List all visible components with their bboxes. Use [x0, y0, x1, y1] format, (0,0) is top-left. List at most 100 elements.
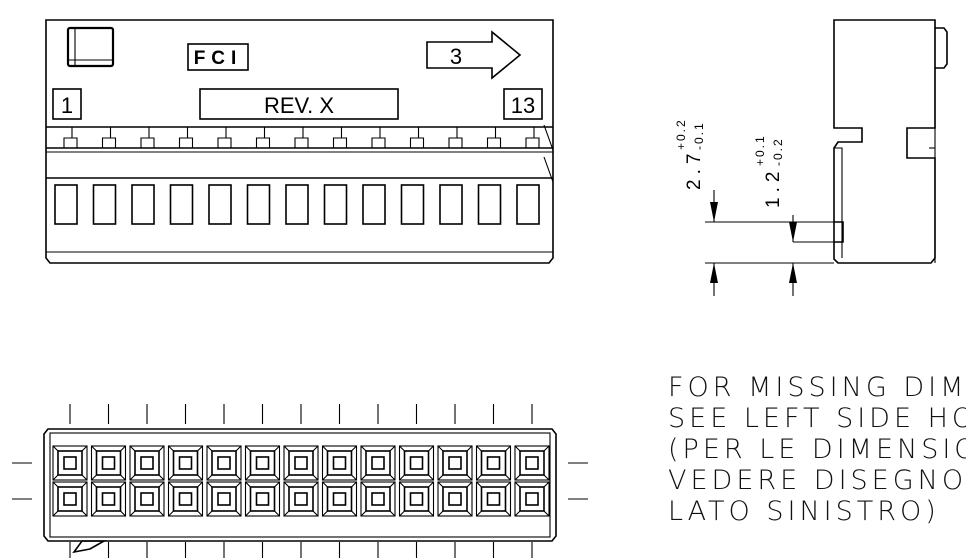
- latch-notch: [255, 137, 265, 148]
- contact-grid: [52, 445, 550, 517]
- cell-chamfer: [322, 481, 357, 517]
- latch-nose: [834, 221, 844, 243]
- cell-chamfer: [283, 445, 319, 481]
- revision-label: REV. X: [264, 93, 334, 118]
- key-tab: [66, 26, 115, 68]
- contact-cell: [437, 445, 473, 481]
- cell-inner: [255, 456, 270, 470]
- contact-cell: [360, 445, 396, 481]
- latch-notch: [63, 137, 72, 148]
- dim-latch-value: 1.2: [763, 167, 784, 208]
- cell-outer: [321, 481, 358, 517]
- cell-outer: [283, 445, 319, 481]
- cell-chamfer: [206, 481, 242, 517]
- cell-chamfer: [168, 445, 203, 481]
- latch-notch: [409, 137, 419, 148]
- latch-notch: [332, 137, 342, 148]
- latch-notch: [148, 127, 155, 148]
- cell-inner: [409, 492, 424, 506]
- cell-chamfer: [399, 481, 434, 517]
- contact-cavity: [208, 184, 232, 225]
- latch-notch: [533, 127, 540, 148]
- note-text: FOR MISSING DIMENSI SEE LEFT SIDE HOUSI …: [668, 372, 966, 527]
- cell-mid: [480, 450, 507, 476]
- cell-outer: [90, 481, 127, 517]
- latch-notch: [217, 137, 226, 148]
- contact-cell: [475, 445, 512, 481]
- cell-chamfer: [437, 445, 473, 481]
- cell-chamfer: [476, 445, 511, 481]
- cell-mid: [172, 450, 199, 476]
- cell-outer: [514, 445, 550, 481]
- contact-cell: [129, 481, 165, 517]
- contact-cavity: [362, 184, 386, 225]
- contact-cavity: [285, 184, 309, 225]
- contact-cell: [283, 445, 319, 481]
- note-line-3: (PER LE DIMENSIONI: [668, 434, 966, 465]
- cell-outer: [52, 481, 88, 517]
- cell-mid: [326, 486, 353, 512]
- cell-inner: [332, 456, 347, 470]
- cell-outer: [437, 445, 473, 481]
- latch-notch: [340, 127, 348, 148]
- cell-inner: [63, 456, 77, 470]
- latch-notch: [140, 137, 149, 148]
- cell-outer: [360, 481, 396, 517]
- cell-inner: [448, 456, 462, 470]
- arrow-number: 3: [450, 44, 462, 69]
- cell-inner: [217, 492, 231, 506]
- cell-inner: [448, 492, 462, 506]
- cell-mid: [403, 450, 430, 476]
- cell-outer: [475, 481, 512, 517]
- cell-outer: [167, 481, 204, 517]
- cell-inner: [371, 492, 385, 506]
- contact-cavity: [131, 184, 155, 225]
- cell-outer: [206, 445, 242, 481]
- cell-inner: [140, 456, 154, 470]
- cell-inner: [255, 492, 270, 506]
- cell-outer: [167, 445, 204, 481]
- cell-chamfer: [514, 481, 550, 517]
- cell-chamfer: [283, 481, 319, 517]
- cell-chamfer: [360, 481, 396, 517]
- cell-mid: [57, 450, 83, 476]
- cell-mid: [288, 486, 314, 512]
- contact-cavity: [246, 184, 271, 225]
- cell-inner: [178, 492, 193, 506]
- contact-cell: [475, 481, 512, 517]
- contact-cell: [514, 481, 550, 517]
- latch-notch: [109, 127, 117, 148]
- bottom-view: [12, 404, 588, 558]
- cell-mid: [480, 486, 507, 512]
- contact-cavity: [323, 184, 348, 225]
- contact-cell: [360, 481, 396, 517]
- cell-mid: [519, 486, 545, 512]
- contact-cell: [52, 445, 88, 481]
- cell-inner: [486, 456, 501, 470]
- pin-first-label: 1: [61, 93, 73, 118]
- cell-outer: [206, 481, 242, 517]
- contact-cell: [244, 445, 281, 481]
- cell-mid: [211, 450, 237, 476]
- latch-notch: [263, 127, 271, 148]
- cell-inner: [217, 456, 231, 470]
- dim-height-tol-minus: -0.1: [692, 121, 706, 150]
- cell-mid: [249, 450, 276, 476]
- contact-cavity: [92, 184, 117, 225]
- cell-inner: [294, 456, 308, 470]
- cell-outer: [437, 481, 473, 517]
- dim-height-value: 2.7: [684, 149, 705, 190]
- cell-inner: [332, 492, 347, 506]
- direction-arrow: [426, 30, 522, 80]
- cell-outer: [514, 481, 550, 517]
- cell-mid: [403, 486, 430, 512]
- pin-last-label: 13: [511, 93, 535, 118]
- contact-cell: [90, 481, 127, 517]
- contact-cell: [321, 481, 358, 517]
- cell-inner: [63, 492, 77, 506]
- contact-cavity: [54, 184, 78, 225]
- latch-notch: [371, 137, 380, 148]
- cell-chamfer: [206, 445, 242, 481]
- cell-chamfer: [322, 445, 357, 481]
- bottom-outline: [43, 428, 557, 542]
